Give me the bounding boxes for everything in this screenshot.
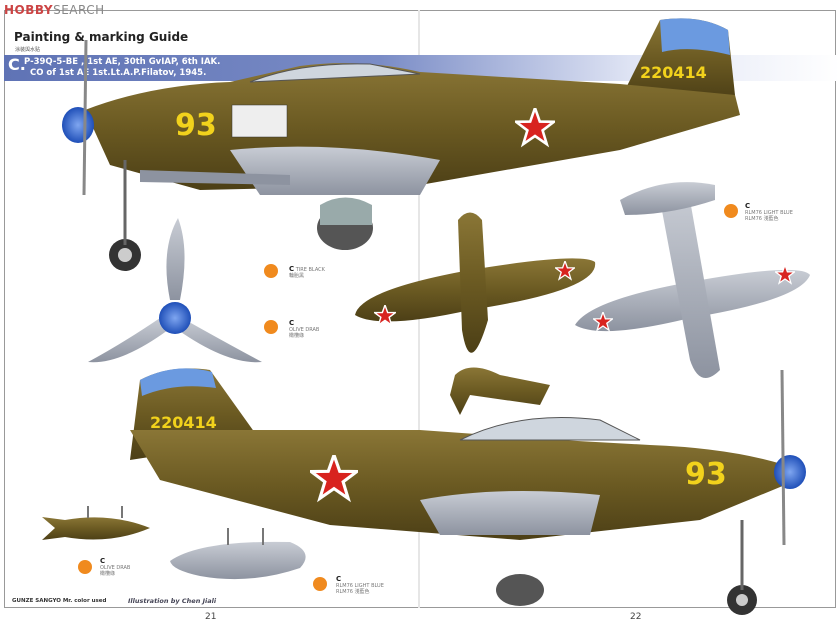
serial-number: 220414 [640,63,707,82]
top-view [355,212,596,415]
illustrator-credit: Illustration by Chen Jiali [128,597,217,605]
paint-brush-icon [724,204,738,218]
watermark-logo: HOBBYSEARCH [4,3,105,17]
paint-brush-icon [264,320,278,334]
bottom-view [575,182,810,378]
scheme-line-1: P-39Q-5-BE , 1st AE, 30th GvIAP, 6th IAK… [24,57,221,67]
side-view-top: 220414 93 [62,18,740,271]
side-number: 93 [175,108,217,143]
propeller-front-view [88,218,262,363]
side-view-bottom: 220414 93 [130,368,806,615]
bomb [42,506,150,540]
scheme-line-2: CO of 1st AE 1st.Lt.A.P.Filatov, 1945. [30,68,207,78]
page-subtitle: 涂装與水贴 [15,47,41,53]
drop-tank [170,528,306,580]
page-number-left: 21 [205,612,217,622]
paint-brush-icon [264,264,278,278]
page-frame [4,10,836,608]
scheme-letter: C. [8,55,26,74]
serial-number: 220414 [150,413,217,432]
paint-brush-icon [313,577,327,591]
page-title: Painting & marking Guide [14,30,189,44]
paints-used-note: GUNZE SANGYO Mr. color used [12,598,107,604]
side-number: 93 [685,457,727,492]
paint-brush-icon [78,560,92,574]
page-number-right: 22 [630,612,642,622]
